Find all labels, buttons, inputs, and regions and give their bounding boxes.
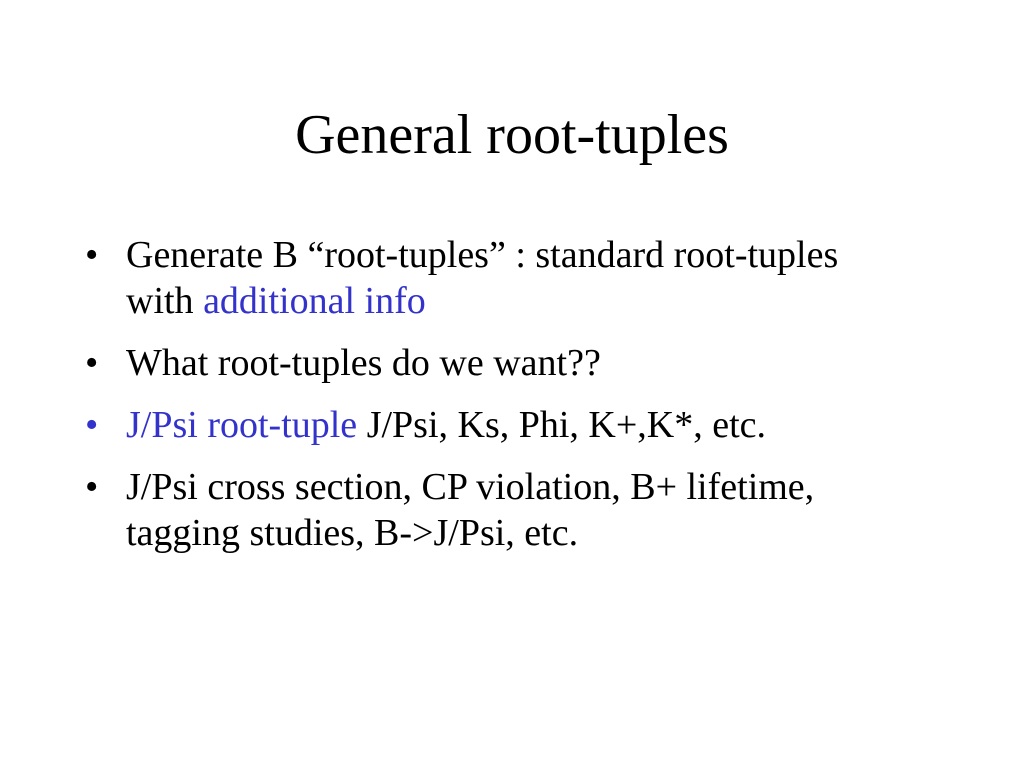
bullet-dot-icon: • xyxy=(85,466,99,508)
additional-info-link[interactable]: additional info xyxy=(203,280,426,322)
bullet-dot-icon: • xyxy=(85,404,99,446)
bullet-item-what-roottuples: • What root-tuples do we want?? xyxy=(85,340,915,386)
slide-title: General root-tuples xyxy=(295,104,729,166)
bullet-item-generate: • Generate B “root-tuples” : standard ro… xyxy=(85,232,915,324)
bullet-text: J/Psi cross section, CP violation, B+ li… xyxy=(126,466,815,554)
bullet-dot-icon: • xyxy=(85,234,99,276)
bullet-text: J/Psi, Ks, Phi, K+,K*, etc. xyxy=(357,404,767,446)
jpsi-roottuple-link[interactable]: J/Psi root-tuple xyxy=(126,404,358,446)
bullet-list: • Generate B “root-tuples” : standard ro… xyxy=(85,232,915,572)
bullet-text: Generate B “root-tuples” : standard root… xyxy=(126,234,839,322)
bullet-dot-icon: • xyxy=(85,342,99,384)
bullet-item-jpsi-roottuple: • J/Psi root-tuple J/Psi, Ks, Phi, K+,K*… xyxy=(85,402,915,448)
bullet-text: What root-tuples do we want?? xyxy=(126,342,601,384)
bullet-item-jpsi-studies: • J/Psi cross section, CP violation, B+ … xyxy=(85,464,915,556)
